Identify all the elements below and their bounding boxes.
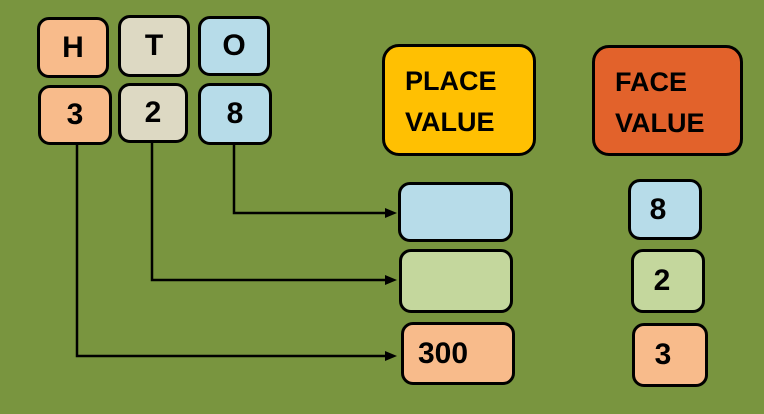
place-value-heading-line1: PLACE [405,66,497,96]
arrow-hundreds-to-place-value [75,144,397,361]
place-value-ones-box [398,182,513,242]
face-value-heading: FACE VALUE [592,45,743,156]
face-value-heading-line2: VALUE [615,108,705,138]
place-value-tens-box [399,249,513,313]
face-value-ones-box: 8 [628,179,702,240]
place-value-heading: PLACE VALUE [382,44,536,156]
column-header-hundreds: H [37,17,109,78]
face-value-hundreds-box: 3 [632,323,708,387]
face-value-heading-line1: FACE [615,67,688,97]
place-value-hundreds-box: 300 [401,322,515,385]
digit-tens: 2 [118,83,188,143]
face-value-tens-box: 2 [631,249,705,313]
digit-hundreds: 3 [38,85,112,145]
arrow-tens-to-place-value [150,142,397,285]
arrow-ones-to-place-value [232,144,397,218]
digit-ones: 8 [198,83,272,145]
place-value-heading-line2: VALUE [405,107,495,137]
column-header-tens: T [118,15,190,77]
column-header-ones: O [198,16,270,76]
